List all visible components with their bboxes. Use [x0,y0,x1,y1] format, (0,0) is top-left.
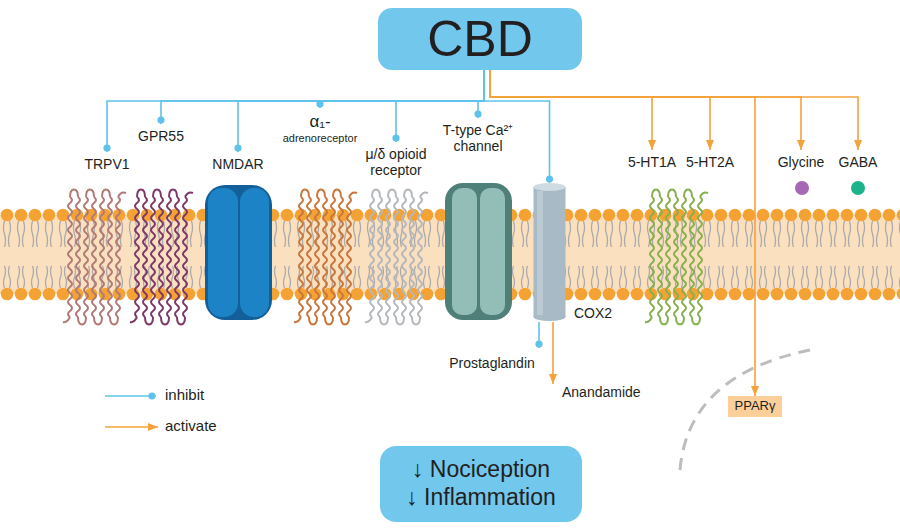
effect-box: ↓ Nociception↓ Inflammation [380,446,582,522]
serotonin-receptor [645,190,708,325]
node-text: COX2 [574,305,612,321]
activate-leader [552,322,554,384]
glycine-dot [795,181,809,195]
gpr55-receptor [130,190,193,325]
cox2-enzyme: COX2 [533,183,566,321]
gaba-dot [851,181,865,195]
cox2-cylinder [533,183,566,321]
opioid-receptor [365,190,428,325]
activate-connector [490,70,710,150]
node-text: ↓ Nociception [412,456,550,484]
node-text: TRPV1 [84,156,129,172]
inhibit-connector [478,70,484,118]
legend-text: inhibit [165,386,204,403]
receptor-label: GPR55 [137,124,185,144]
inhibit-leader [538,322,540,348]
legend-text: activate [165,417,217,434]
activate-connector [490,70,858,150]
receptor-label: μ/δ opioid receptor [346,142,446,178]
activate-connector [490,70,801,150]
legend-inhibit-sample [105,395,156,397]
ligand-label: GABA [838,150,879,170]
receptor-label: α₁-adrenoreceptor [282,108,359,144]
source-box: CBD [378,8,582,70]
node-text: adrenoreceptor [283,132,358,145]
product-label: Anandamide [562,384,641,400]
legend-activate-sample [105,426,158,428]
calcium-channel [445,183,512,320]
trpv1-receptor [63,190,126,325]
node-text: 5-HT2A [686,154,734,170]
node-text: CBD [427,14,533,64]
channel-label: T-type Ca²⁺ channel [428,118,528,154]
nmdar-channel [205,185,272,320]
node-text: α₁- [283,112,358,132]
node-text: ↓ Inflammation [406,484,556,512]
receptor-label: NMDAR [211,152,264,172]
node-text: GABA [839,154,878,170]
node-text: μ/δ opioid receptor [347,146,445,178]
inhibit-connector [107,70,484,152]
nucleus-border [680,350,810,470]
activate-connector [490,70,652,150]
inhibit-connector [238,70,484,152]
node-text: PPARγ [735,399,776,414]
activate-connector [490,70,755,396]
node-text: NMDAR [212,156,263,172]
inhibit-connector [320,70,484,108]
node-text: Glycine [778,154,825,170]
receptor-label: 5-HT2A [685,150,735,170]
product-label: Prostaglandin [449,355,535,371]
node-text: T-type Ca²⁺ channel [429,122,527,154]
receptor-label: 5-HT1A [627,150,677,170]
adrenoreceptor [294,190,357,325]
node-text: 5-HT1A [628,154,676,170]
ligand-label: Glycine [777,150,826,170]
nuclear-receptor-box: PPARγ [728,396,783,417]
node-text: GPR55 [138,128,184,144]
receptor-label: TRPV1 [83,152,130,172]
